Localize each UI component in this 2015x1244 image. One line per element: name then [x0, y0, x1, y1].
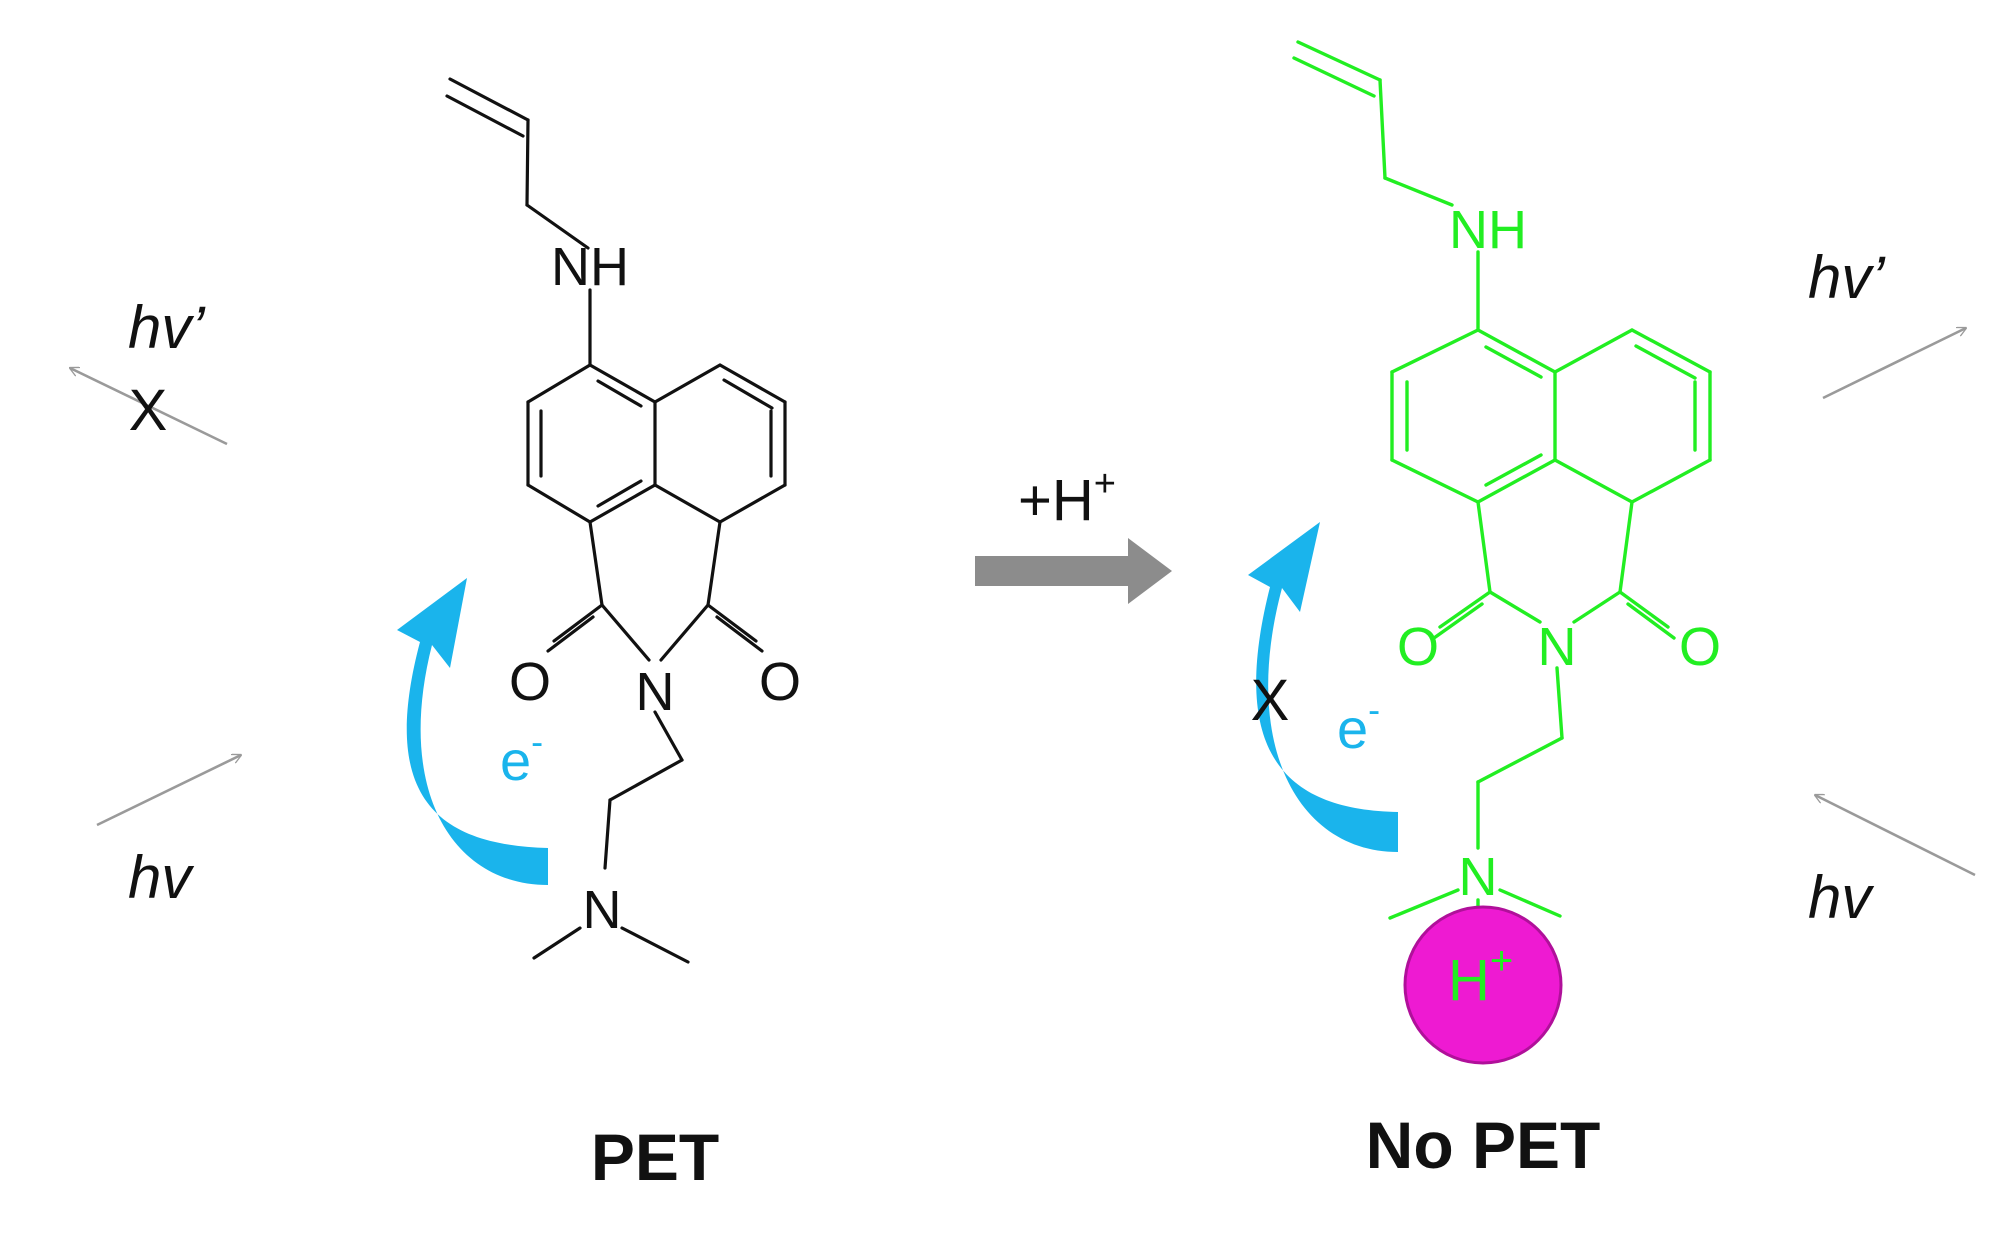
- right-caption-no-pet: No PET: [1366, 1108, 1601, 1182]
- reagent-proton-label: +H+: [1018, 463, 1116, 533]
- right-o-left-label: O: [1397, 617, 1439, 677]
- left-electron-transfer-arrow: [397, 578, 548, 885]
- left-hv-excitation-label: hv: [128, 844, 194, 911]
- proton-label: H+: [1448, 939, 1513, 1013]
- right-hv-excitation-label: hv: [1808, 864, 1874, 931]
- left-caption-pet: PET: [591, 1120, 719, 1194]
- right-electron-blocked-mark: X: [1251, 668, 1290, 733]
- left-emission-blocked-mark: X: [129, 378, 168, 443]
- reaction-arrow: [975, 538, 1172, 604]
- right-n-imide-label: N: [1538, 617, 1577, 677]
- right-hv-emission-label: hv’: [1808, 244, 1886, 311]
- right-electron-transfer-arrow: [1248, 522, 1398, 852]
- right-o-right-label: O: [1679, 617, 1721, 677]
- right-excitation-arrow: [1815, 793, 1976, 877]
- right-electron-label: e-: [1337, 689, 1380, 760]
- left-o-right-label: O: [759, 652, 801, 712]
- left-emission-arrow: [70, 368, 228, 446]
- left-n-imide-label: N: [636, 662, 675, 722]
- right-n-amine-label: N: [1459, 847, 1498, 907]
- left-o-left-label: O: [509, 652, 551, 712]
- left-excitation-arrow: [96, 755, 241, 827]
- left-nh-label: NH: [551, 237, 629, 297]
- left-n-amine-label: N: [583, 880, 622, 940]
- right-emission-arrow: [1822, 328, 1966, 400]
- proton-sphere: [1403, 905, 1563, 1065]
- left-electron-label: e-: [500, 721, 543, 792]
- right-molecule: [1292, 40, 1712, 940]
- left-hv-emission-label: hv’: [128, 294, 206, 361]
- left-molecule: [445, 77, 787, 964]
- right-nh-label: NH: [1449, 200, 1527, 260]
